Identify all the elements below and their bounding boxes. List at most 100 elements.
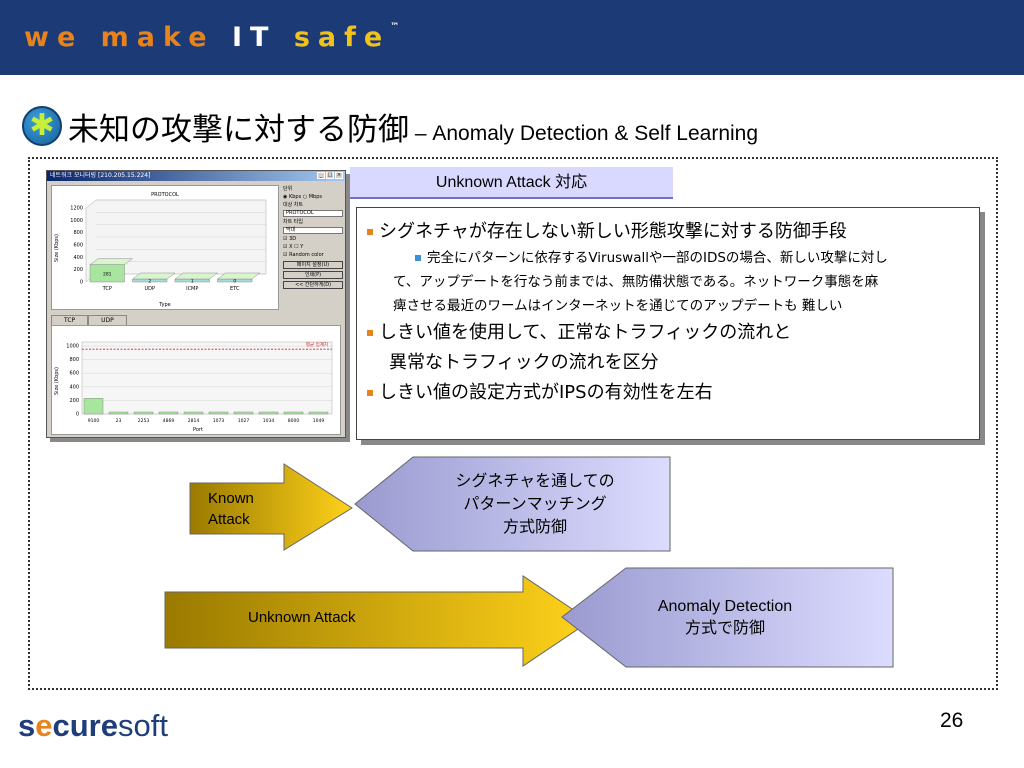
chart1-xtick: UDP <box>144 286 155 292</box>
bullet-item-2: しきい値を使用して、正常なトラフィックの流れと <box>367 318 969 348</box>
protocol-chart-ylabel: Size (Kbps) <box>54 234 60 262</box>
signature-line-2: パターンマッチング <box>463 496 607 513</box>
logo-soft: soft <box>117 708 168 743</box>
chart1-xtick: ETC <box>230 286 240 292</box>
chart2-ytick: 200 <box>69 398 79 404</box>
chart2-xtick: 1049 <box>313 418 325 424</box>
chart2-bar <box>133 411 154 415</box>
page-title: 未知の攻撃に対する防御 – Anomaly Detection & Self L… <box>68 104 758 149</box>
known-attack-line-1: Known <box>208 490 254 507</box>
chart2-bar <box>233 411 254 415</box>
signature-line-3: 方式防御 <box>502 519 567 536</box>
signature-defense-label: シグネチャを通しての パターンマッチング 方式防御 <box>400 470 670 539</box>
protocol-chart-title: PROTOCOL <box>151 192 179 198</box>
target-chart-select[interactable]: PROTOCOL <box>283 210 343 217</box>
bullet-square-icon <box>367 229 373 235</box>
bullet-item-2-cont: 異常なトラフィックの流れを区分 <box>367 348 969 378</box>
chart2-bar <box>83 398 104 415</box>
port-chart-ylabel: Size (Kbps) <box>54 367 60 395</box>
checkbox-3d[interactable]: ☑ 3D <box>283 236 297 242</box>
tab-udp[interactable]: UDP <box>88 315 127 325</box>
bullet-sub-line-1: 完全にパターンに依存するViruswallや一部のIDSの場合、新しい攻撃に対し <box>427 250 888 266</box>
bullet-item-1: シグネチャが存在しない新しい形態攻撃に対する防御手段 <box>367 218 969 246</box>
threshold-label: 평균 임계치 <box>306 341 328 348</box>
chart1-data-label: 0 <box>233 279 236 285</box>
chart1-ytick: 0 <box>80 280 83 286</box>
protocol-tabs: TCP UDP <box>51 315 127 325</box>
bullet-item-3-text: しきい値の設定方式がIPSの有効性を左右 <box>379 382 713 403</box>
checkbox-y-label: Y <box>300 244 304 250</box>
bullet-item-1-sub: 完全にパターンに依存するViruswallや一部のIDSの場合、新しい攻撃に対し… <box>367 246 969 318</box>
logo-text-we-make: we make <box>24 22 215 53</box>
chart1-bar-top <box>174 272 219 280</box>
screenshot-titlebar: 네트워크 모니터링 [210.205.15.224] <box>47 171 345 181</box>
bullet-sub-line-2: て、アップデートを行なう前までは、無防備状態である。ネットワーク事態を麻 <box>393 274 879 290</box>
logo-trademark: ™ <box>390 22 400 32</box>
chart-type-select[interactable]: 막대 <box>283 227 343 234</box>
we-make-it-safe-logo: we make IT safe™ <box>24 22 399 53</box>
known-attack-label: Known Attack <box>208 488 254 530</box>
checkbox-random-color[interactable]: ☑ Random color <box>283 252 324 258</box>
window-controls: _□× <box>317 172 343 179</box>
content-frame <box>28 157 998 690</box>
chart1-data-label: 2 <box>148 279 151 285</box>
anomaly-line-1: Anomaly Detection <box>657 598 793 615</box>
print-button[interactable]: 인쇄(P) <box>283 271 343 279</box>
unit-label: 단위 <box>283 186 293 192</box>
protocol-chart-xlabel: Type <box>158 302 170 308</box>
chart2-bar <box>108 411 129 415</box>
chart2-ytick: 800 <box>69 357 79 363</box>
sub-bullet-square-icon <box>415 255 421 261</box>
bullet-box: シグネチャが存在しない新しい形態攻撃に対する防御手段 完全にパターンに依存するV… <box>356 207 980 440</box>
simplify-button[interactable]: << 간단하게(D) <box>283 281 343 289</box>
chart2-bar <box>258 411 279 415</box>
tab-tcp[interactable]: TCP <box>51 315 89 325</box>
bullet-item-1-text: シグネチャが存在しない新しい形態攻撃に対する防御手段 <box>379 221 847 242</box>
top-banner: we make IT safe™ <box>0 0 1024 75</box>
chart2-ytick: 400 <box>69 384 79 390</box>
page-number: 26 <box>940 709 964 732</box>
minimize-icon: _ <box>317 172 325 179</box>
known-attack-line-2: Attack <box>208 511 250 528</box>
unit-mbps: Mbps <box>308 194 323 200</box>
logo-e: e <box>35 708 53 743</box>
chart2-xtick: 9100 <box>88 418 100 424</box>
chart1-ytick: 800 <box>73 230 83 236</box>
chart2-plot-area <box>81 341 333 415</box>
chart1-ytick: 1000 <box>70 218 83 224</box>
chart2-xtick: 8000 <box>288 418 300 424</box>
bullet-square-icon <box>367 390 373 396</box>
chart1-ytick: 600 <box>73 243 83 249</box>
checkbox-x-label: X <box>289 244 293 250</box>
checkbox-x[interactable]: ☑ X ☐ Y <box>283 244 304 250</box>
monitor-screenshot: 네트워크 모니터링 [210.205.15.224] _□× PROTOCOL … <box>46 170 346 438</box>
chart2-xtick: 1027 <box>238 418 250 424</box>
chart1-ytick: 400 <box>73 255 83 261</box>
unknown-attack-label: Unknown Attack <box>248 609 356 626</box>
maximize-icon: □ <box>326 172 334 179</box>
bullet-item-3: しきい値の設定方式がIPSの有効性を左右 <box>367 378 969 408</box>
chart2-bar <box>283 411 304 415</box>
signature-line-1: シグネチャを通しての <box>455 473 615 490</box>
unknown-attack-header: Unknown Attack 対応 <box>350 167 673 199</box>
chart1-data-label: 281 <box>103 271 112 277</box>
checkbox-3d-label: 3D <box>289 236 297 242</box>
logo-text-it: IT <box>231 22 277 53</box>
logo-text-safe: safe <box>293 22 391 53</box>
bullet-item-2-line-1: しきい値を使用して、正常なトラフィックの流れと <box>379 322 792 343</box>
chart2-xtick: 1034 <box>263 418 275 424</box>
bullet-sub-line-3: 痺させる最近のワームはインターネットを通じてのアップデートも 難しい <box>393 298 843 314</box>
chart1-xtick: TCP <box>102 286 112 292</box>
chart2-xtick: 23 <box>116 418 122 424</box>
page-setup-button[interactable]: 페이지 설정(U) <box>283 261 343 269</box>
chart2-ytick: 1000 <box>66 344 79 350</box>
checkbox-random-color-label: Random color <box>289 252 324 258</box>
unit-radio-group[interactable]: ◉ Kbps ○ Mbps <box>283 194 323 200</box>
anomaly-defense-label: Anomaly Detection 方式で防御 <box>620 596 830 640</box>
unit-kbps: Kbps <box>288 194 302 200</box>
securesoft-logo: securesoft <box>18 706 168 746</box>
chart2-xtick: 4869 <box>163 418 175 424</box>
